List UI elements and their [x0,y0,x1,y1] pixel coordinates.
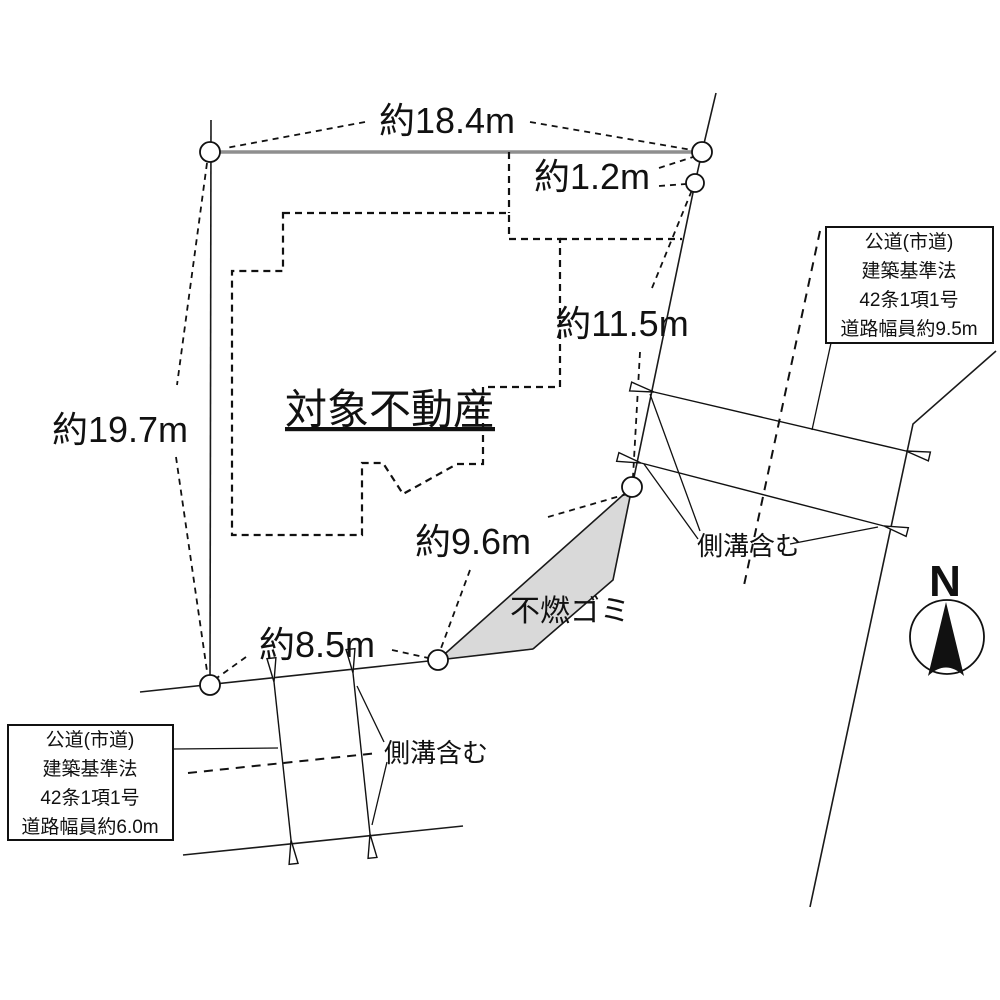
leader-gutter-right-1 [649,393,701,532]
leader-gutter-bottom-2 [371,761,388,826]
north-label: N [929,557,961,606]
leader-19-7m-lower [175,456,209,679]
bottom-road-box-line2: 建築基準法 [42,758,137,780]
subject-property-label: 対象不動産 [285,386,495,433]
leader-gutter-right-2 [643,463,699,540]
dimension-bottom-edge: 約8.5m [259,624,375,665]
leader-19-7m-upper [176,162,208,386]
leader-gutter-right-3 [789,526,879,545]
bottom-road-box-line1: 公道(市道) [46,729,135,751]
corner-marker-bottom-left [199,674,221,696]
dimension-left-edge: 約19.7m [52,409,188,450]
bottom-road-box-line4: 道路幅員約6.0m [21,816,158,838]
dimension-top-edge: 約18.4m [379,100,515,141]
right-road-box-line2: 建築基準法 [861,260,956,282]
corner-marker-right-lower [621,476,643,498]
leader-top-dim-right [529,121,693,151]
leader-gutter-bottom-1 [356,685,385,743]
garbage-area-label: 不燃ゴミ [510,595,630,628]
dimension-southeast-edge: 約9.6m [415,521,531,562]
boundary-southeast-edge [437,486,633,661]
dimension-top-right-edge: 約1.2m [534,156,650,197]
bottom-road-info-box-border [7,724,174,841]
north-compass: N [909,557,985,676]
compass-needle-icon [928,602,964,676]
right-road-info-box: 公道(市道) 建築基準法 42条1項1号 道路幅員約9.5m [825,226,994,344]
bottom-road-width-arrow-right [345,647,378,860]
corner-marker-top-right [691,141,713,163]
gutter-included-label-right: 側溝含む [697,531,801,561]
right-road-box-line1: 公道(市道) [865,231,954,253]
corner-marker-right-upper [685,173,705,193]
bottom-road-width-arrow-left [266,656,299,866]
leader-bottom-road-box [172,747,279,750]
corner-marker-bottom-middle [427,649,449,671]
bottom-road-south-edge [182,825,464,856]
leader-1-2m-lower [658,183,687,187]
boundary-right-edge [631,92,717,488]
leader-right-road-box [811,342,832,431]
bottom-road-box-line3: 42条1項1号 [40,787,139,809]
leader-8-5m-left [213,656,247,681]
boundary-left-edge [209,119,212,686]
gutter-included-label-bottom: 側溝含む [384,738,488,768]
leader-top-dim-left [225,121,366,149]
right-road-info-box-border [825,226,994,344]
right-road-width-arrow-lower [615,451,910,538]
building-footprint-outline [230,211,562,537]
corner-marker-top-left [199,141,221,163]
bottom-road-info-box: 公道(市道) 建築基準法 42条1項1号 道路幅員約6.0m [7,724,174,841]
leader-11-5m-upper [651,189,693,289]
dimension-right-edge: 約11.5m [555,303,688,344]
right-road-box-line3: 42条1項1号 [859,289,958,311]
leader-9-6m-upper [547,493,628,518]
right-road-box-line4: 道路幅員約9.5m [840,318,977,340]
leader-1-2m-upper [658,156,694,169]
leader-9-6m-lower [439,569,471,652]
leader-8-5m-right [391,649,434,660]
right-road-width-arrow-upper [628,381,932,462]
leader-11-5m-lower [632,351,641,478]
